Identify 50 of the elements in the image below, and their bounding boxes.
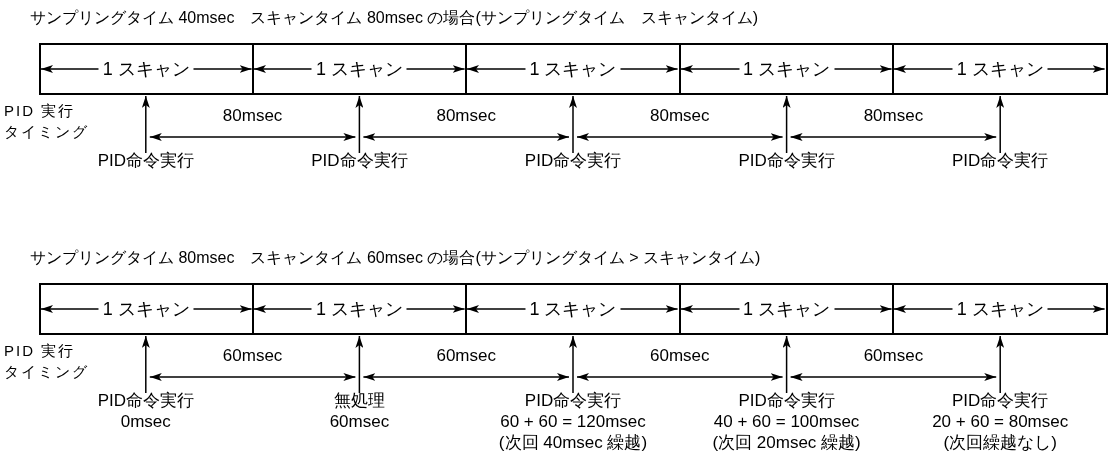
edge-label: 60msec	[650, 346, 710, 366]
arrow	[569, 95, 577, 154]
arrow	[355, 95, 364, 154]
scan-box	[678, 43, 895, 95]
axis-label: PID 実行タイミング	[4, 341, 90, 382]
interval-arrow	[789, 133, 997, 141]
timing-label: PID命令実行 40 + 60 = 100msec (次回 20msec 繰越)	[696, 390, 877, 453]
scan-box	[465, 43, 681, 95]
timing-label: PID命令実行	[269, 150, 450, 171]
scan-box	[678, 283, 895, 335]
arrow	[355, 335, 364, 394]
timing-label: PID命令実行	[55, 150, 236, 171]
edge-label: 80msec	[650, 106, 710, 126]
scan-box	[251, 283, 468, 335]
timing-label: 無処理 60msec	[269, 390, 450, 432]
arrow	[996, 95, 1005, 154]
interval-arrow	[576, 133, 784, 141]
scan-box	[251, 43, 468, 95]
interval-arrow	[362, 373, 570, 381]
scan-box	[39, 283, 254, 335]
interval-arrow	[789, 373, 997, 381]
timing-label: PID命令実行	[483, 150, 663, 171]
edge-label: 80msec	[863, 106, 924, 126]
scan-box	[465, 283, 681, 335]
arrow	[141, 95, 150, 154]
arrow	[782, 95, 791, 154]
interval-arrow	[362, 133, 570, 141]
edge-label: 60msec	[863, 346, 924, 366]
timing-label: PID命令実行 0msec	[55, 390, 236, 432]
interval-arrow	[149, 133, 357, 141]
interval-arrow	[149, 373, 357, 381]
heading: サンプリングタイム 80msec スキャンタイム 60msec の場合(サンプリングタイム > スキャンタイム)	[30, 248, 761, 268]
arrow	[141, 335, 150, 394]
timing-label: PID命令実行	[910, 150, 1091, 171]
scan-box	[892, 283, 1108, 335]
scan-box	[892, 43, 1108, 95]
edge-label: 60msec	[436, 346, 496, 366]
edge-label: 80msec	[436, 106, 496, 126]
timing-label: PID命令実行	[696, 150, 877, 171]
scan-box	[39, 43, 254, 95]
heading: サンプリングタイム 40msec スキャンタイム 80msec の場合(サンプリングタイム スキャンタイム)	[30, 8, 759, 28]
arrow	[569, 335, 577, 394]
arrow	[782, 335, 791, 394]
timing-label: PID命令実行 60 + 60 = 120msec (次回 40msec 繰越)	[483, 390, 663, 453]
axis-label: PID 実行タイミング	[4, 101, 90, 142]
arrow	[996, 335, 1005, 394]
edge-label: 60msec	[222, 346, 283, 366]
interval-arrow	[576, 373, 784, 381]
timing-label: PID命令実行 20 + 60 = 80msec (次回繰越なし)	[910, 390, 1091, 453]
edge-label: 80msec	[222, 106, 283, 126]
